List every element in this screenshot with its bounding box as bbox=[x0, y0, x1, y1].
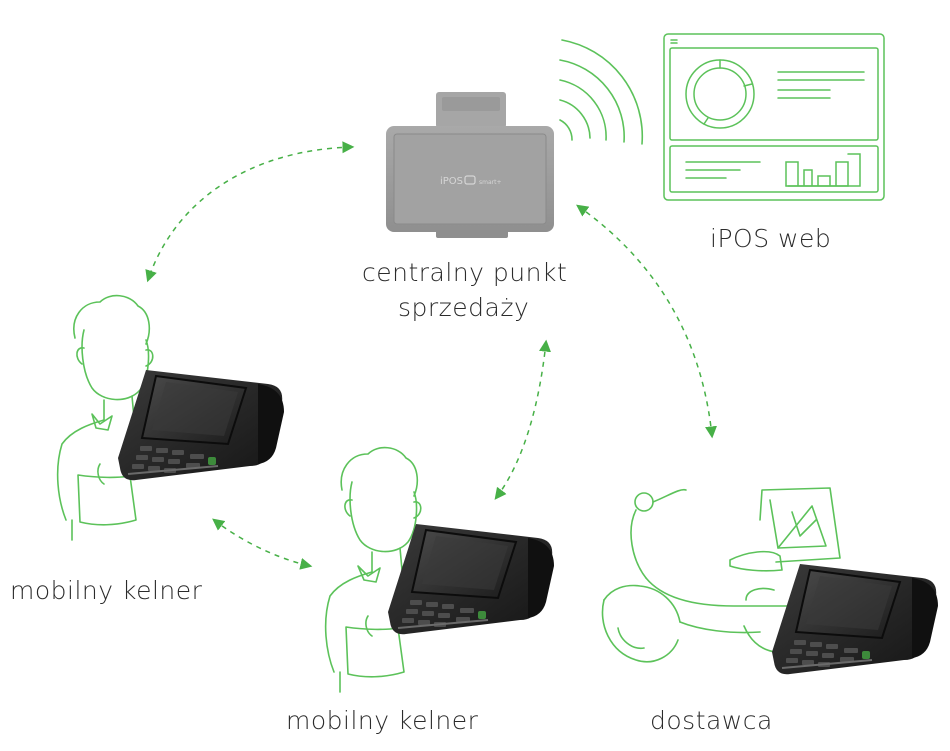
arrow-pos-courier bbox=[576, 204, 717, 439]
courier-scooter-illustration bbox=[601, 487, 841, 663]
payment-terminal-courier bbox=[771, 563, 939, 676]
payment-terminal-left bbox=[117, 369, 285, 482]
arrow-pos-waiter-left bbox=[145, 141, 355, 283]
pos-screen-brand: iPOS bbox=[440, 176, 463, 187]
waiter-left-label: mobilny kelner bbox=[10, 576, 203, 605]
courier-label: dostawca bbox=[650, 706, 773, 735]
connection-arrows bbox=[145, 141, 717, 570]
arrow-pos-waiter-center bbox=[494, 339, 551, 500]
pos-screen-brand-sub: smart+ bbox=[479, 179, 502, 186]
central-pos-device: iPOS smart+ bbox=[386, 92, 554, 238]
wifi-signal-icon bbox=[559, 39, 644, 145]
pos-label-line-2: sprzedaży bbox=[398, 293, 530, 322]
pos-label-line-1: centralny punkt bbox=[362, 258, 568, 287]
arrow-waiter-left-center bbox=[212, 518, 313, 570]
ipos-web-label: iPOS web bbox=[710, 224, 832, 253]
ipos-web-dashboard-illustration bbox=[663, 33, 885, 201]
waiter-center-label: mobilny kelner bbox=[286, 706, 479, 735]
pos-logo-icon bbox=[464, 175, 476, 185]
payment-terminal-center bbox=[387, 523, 555, 636]
